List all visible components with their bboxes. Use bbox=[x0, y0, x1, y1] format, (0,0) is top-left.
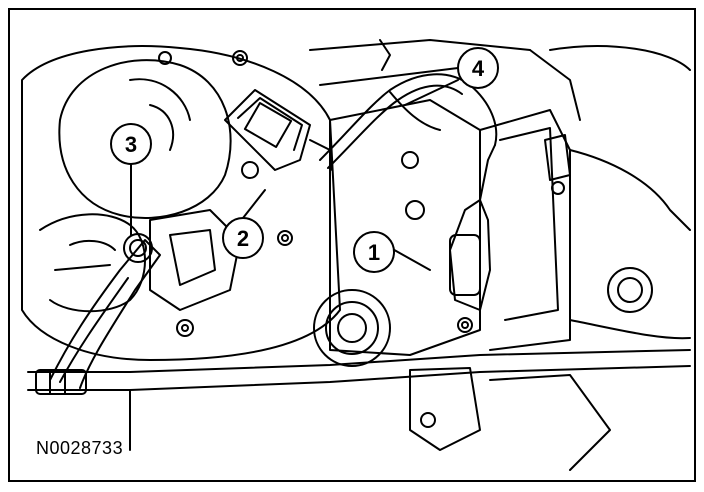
transmission-housing bbox=[21, 45, 341, 361]
callout-2-label: 2 bbox=[237, 226, 249, 251]
callout-1: 1 bbox=[353, 231, 395, 273]
output-shaft-seal bbox=[313, 289, 391, 367]
diagram-frame: 3 2 1 4 N0028733 bbox=[8, 8, 696, 482]
callout-4-label: 4 bbox=[472, 56, 485, 81]
case-center bbox=[329, 99, 481, 356]
sensor-connector bbox=[224, 89, 311, 171]
callout-1-label: 1 bbox=[368, 240, 380, 265]
transmission-illustration: 3 2 1 4 bbox=[21, 39, 691, 471]
figure-id: N0028733 bbox=[36, 438, 124, 458]
callout-3-label: 3 bbox=[125, 132, 137, 157]
callout-3: 3 bbox=[110, 123, 152, 165]
bracket-arm bbox=[49, 239, 161, 389]
callout-2: 2 bbox=[222, 217, 264, 259]
lower-line bbox=[27, 349, 691, 373]
transmission-cover-dome bbox=[58, 59, 232, 219]
wiring-harness bbox=[319, 73, 498, 161]
callout-4: 4 bbox=[457, 47, 499, 89]
